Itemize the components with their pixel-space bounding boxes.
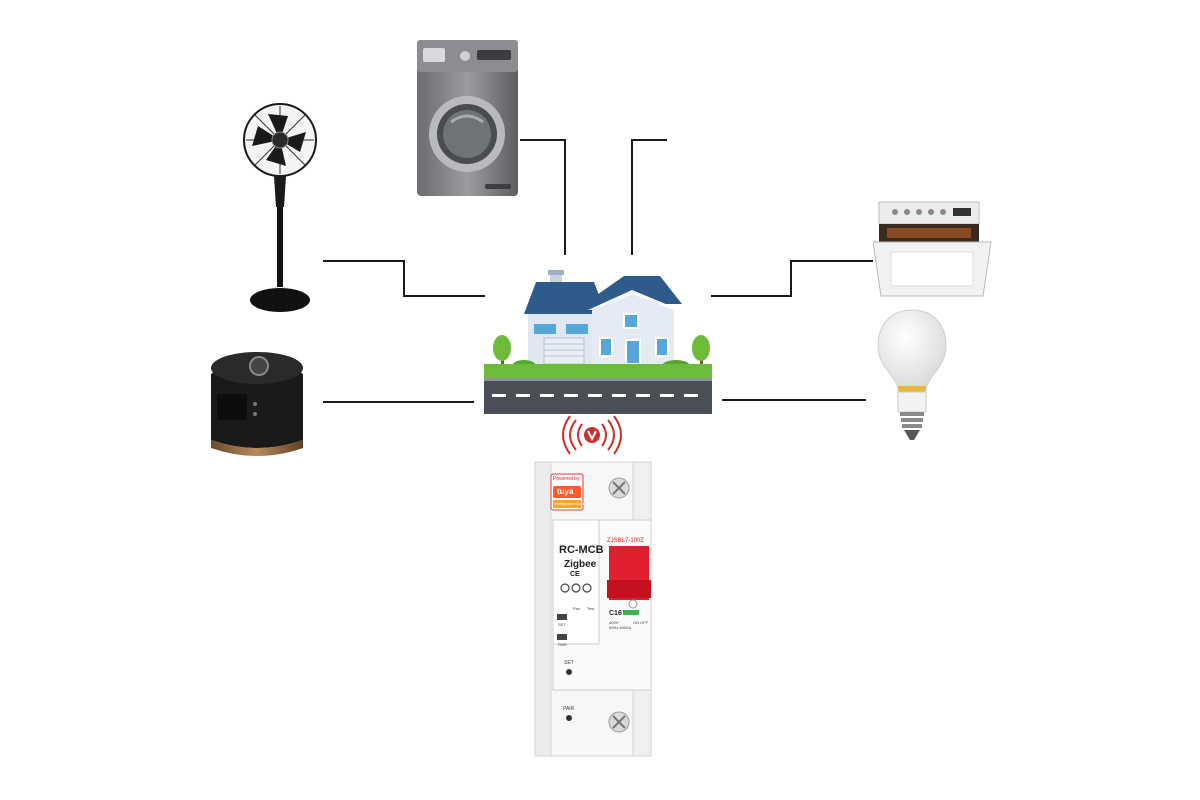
on-off-label: ON OFF	[633, 620, 649, 625]
ce-mark: CE	[570, 571, 580, 578]
specs-label: 400V~ 50Hz 6000A	[609, 620, 632, 630]
rice-cooker-icon	[211, 352, 303, 456]
washing-machine-icon	[417, 40, 518, 196]
small-set-label: SET	[558, 622, 566, 627]
small-pair-label: PAIR	[558, 642, 568, 647]
brand-sub-label: Intelligence Inside	[554, 501, 587, 506]
breaker-protocol-label: Zigbee	[564, 559, 597, 570]
model-code-label: ZJSBL7-100Z	[607, 538, 645, 544]
circuit-breaker: Powered by tuya Intelligence Inside RC-M…	[533, 460, 653, 758]
pair-sub-label: Pair	[573, 606, 581, 611]
brand-logo-text: tuya	[557, 487, 574, 496]
powered-by-label: Powered by	[553, 476, 580, 482]
pair-label: PAIR	[563, 706, 575, 712]
connector-washer	[520, 139, 566, 255]
fan-icon	[243, 103, 317, 312]
test-label: Test	[587, 606, 595, 611]
oven-icon	[873, 201, 992, 297]
connector-oven	[711, 260, 873, 297]
connector-fan	[323, 260, 485, 297]
breaker-model-label: RC-MCB	[559, 544, 604, 556]
set-label: SET	[564, 660, 574, 666]
house-icon	[484, 270, 712, 414]
wireless-signal-icon	[562, 415, 622, 455]
light-bulb-icon	[877, 309, 947, 440]
rating-label: C16	[609, 610, 622, 617]
connector-extra	[631, 139, 667, 255]
